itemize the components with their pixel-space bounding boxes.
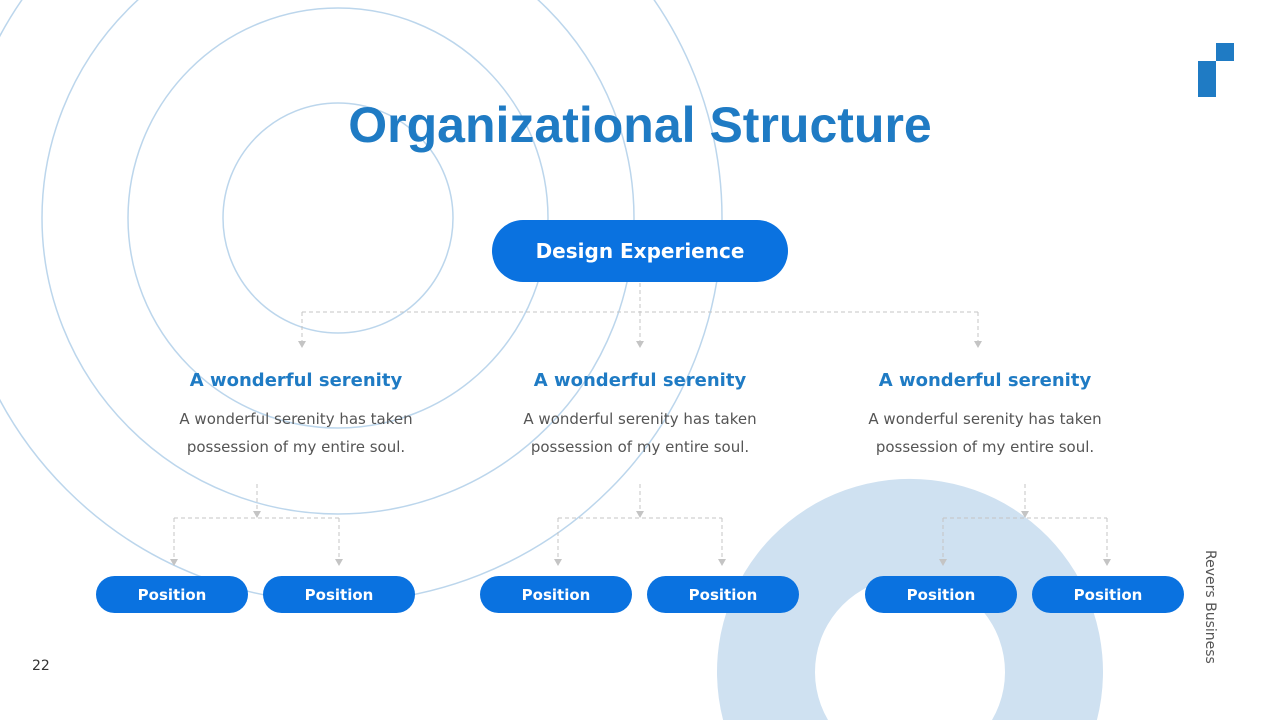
decor-circle <box>0 0 723 603</box>
logo-icon <box>1198 43 1234 97</box>
page-number: 22 <box>32 658 50 674</box>
column-heading: A wonderful serenity <box>189 370 403 391</box>
position-node[interactable]: Position <box>1032 576 1184 613</box>
column-3: A wonderful serenity A wonderful serenit… <box>835 370 1135 461</box>
position-node[interactable]: Position <box>96 576 248 613</box>
decor-circle <box>222 102 454 334</box>
column-text: A wonderful serenity has taken possessio… <box>523 410 757 456</box>
decor-ring <box>717 478 1103 720</box>
connector-lines <box>173 283 1108 562</box>
column-text: A wonderful serenity has taken possessio… <box>868 410 1102 456</box>
page-title: Organizational Structure <box>348 97 932 153</box>
column-heading: A wonderful serenity <box>533 370 747 391</box>
arrowheads <box>170 341 1111 566</box>
position-node[interactable]: Position <box>647 576 799 613</box>
column-2: A wonderful serenity A wonderful serenit… <box>490 370 790 461</box>
column-text: A wonderful serenity has taken possessio… <box>179 410 413 456</box>
position-node[interactable]: Position <box>480 576 632 613</box>
position-node[interactable]: Position <box>263 576 415 613</box>
decor-circle <box>41 0 635 515</box>
column-1: A wonderful serenity A wonderful serenit… <box>146 370 446 461</box>
decor-circle <box>127 7 549 429</box>
root-node[interactable]: Design Experience <box>492 220 788 282</box>
column-heading: A wonderful serenity <box>878 370 1092 391</box>
position-node[interactable]: Position <box>865 576 1017 613</box>
brand-label: Revers Business <box>1202 550 1218 664</box>
